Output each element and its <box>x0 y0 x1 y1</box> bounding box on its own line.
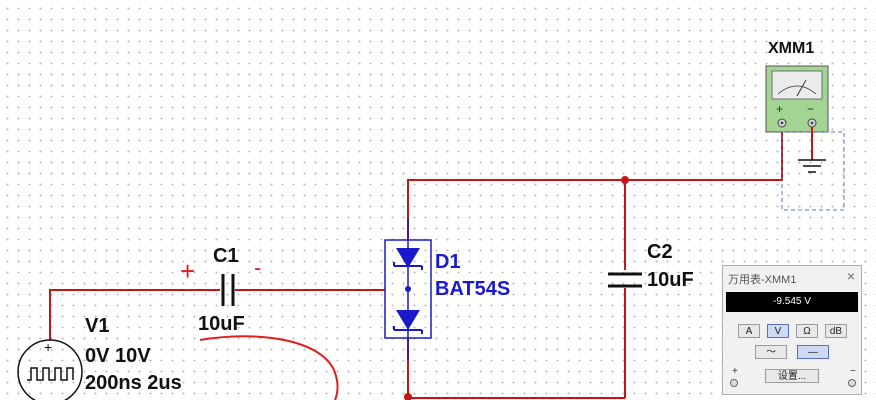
diode-lower-icon <box>396 310 420 330</box>
v1-plus-sign: + <box>44 339 52 355</box>
wire-v1-to-c1 <box>49 289 220 340</box>
mode-button-a[interactable]: A <box>738 324 760 338</box>
xmm1-meter-symbol[interactable] <box>765 65 829 133</box>
wire-top <box>407 130 783 240</box>
mode-button-ohm[interactable]: Ω <box>796 324 818 338</box>
junction-bottom <box>404 393 412 400</box>
c2-capacitor[interactable] <box>608 272 642 288</box>
mode-button-db[interactable]: dB <box>825 324 847 338</box>
panel-plus-terminal[interactable] <box>730 379 738 387</box>
hand-drawn-annotation <box>199 335 339 400</box>
ground-icon <box>798 127 826 173</box>
xmm1-plus-label: + <box>776 102 783 116</box>
v1-source[interactable]: + <box>17 339 83 400</box>
settings-button[interactable]: 设置... <box>765 369 819 383</box>
panel-minus-terminal[interactable] <box>848 379 856 387</box>
v1-levels-label: 0V 10V <box>85 345 151 367</box>
pulse-waveform-icon <box>27 367 74 381</box>
v1-circle <box>17 339 83 400</box>
d1-name-label: D1 <box>435 251 461 273</box>
c1-name-label: C1 <box>213 245 239 267</box>
ac-button[interactable]: ～ <box>755 345 787 359</box>
c1-plus-annotation: + <box>180 256 195 286</box>
xmm1-name-label: XMM1 <box>768 40 814 57</box>
xmm1-minus-label: − <box>807 102 814 116</box>
c2-name-label: C2 <box>647 241 673 263</box>
dc-button[interactable]: — <box>797 345 829 359</box>
multimeter-panel-title: 万用表-XMM1 <box>728 274 797 286</box>
panel-plus-label: + <box>732 366 738 377</box>
v1-timing-label: 200ns 2us <box>85 372 182 394</box>
c2-value-label: 10uF <box>647 269 694 291</box>
d1-diode-pair[interactable] <box>384 218 432 360</box>
d1-part-label: BAT54S <box>435 278 510 300</box>
diode-upper-icon <box>396 248 420 268</box>
c1-capacitor[interactable] <box>221 274 235 306</box>
wires[interactable] <box>49 130 783 399</box>
meter-gauge-icon <box>771 70 823 100</box>
mode-button-v[interactable]: V <box>767 324 789 338</box>
junction-top <box>621 176 629 184</box>
close-icon[interactable]: × <box>846 268 855 284</box>
c1-minus-annotation: - <box>254 255 261 280</box>
multimeter-panel[interactable]: 万用表-XMM1 × -9.545 V A V Ω dB ～ — + − 设置.… <box>722 265 862 395</box>
panel-minus-label: − <box>850 366 856 377</box>
c1-value-label: 10uF <box>198 313 245 335</box>
wire-bottom <box>407 338 625 399</box>
multimeter-reading-display: -9.545 V <box>726 292 858 312</box>
v1-name-label: V1 <box>85 315 109 337</box>
